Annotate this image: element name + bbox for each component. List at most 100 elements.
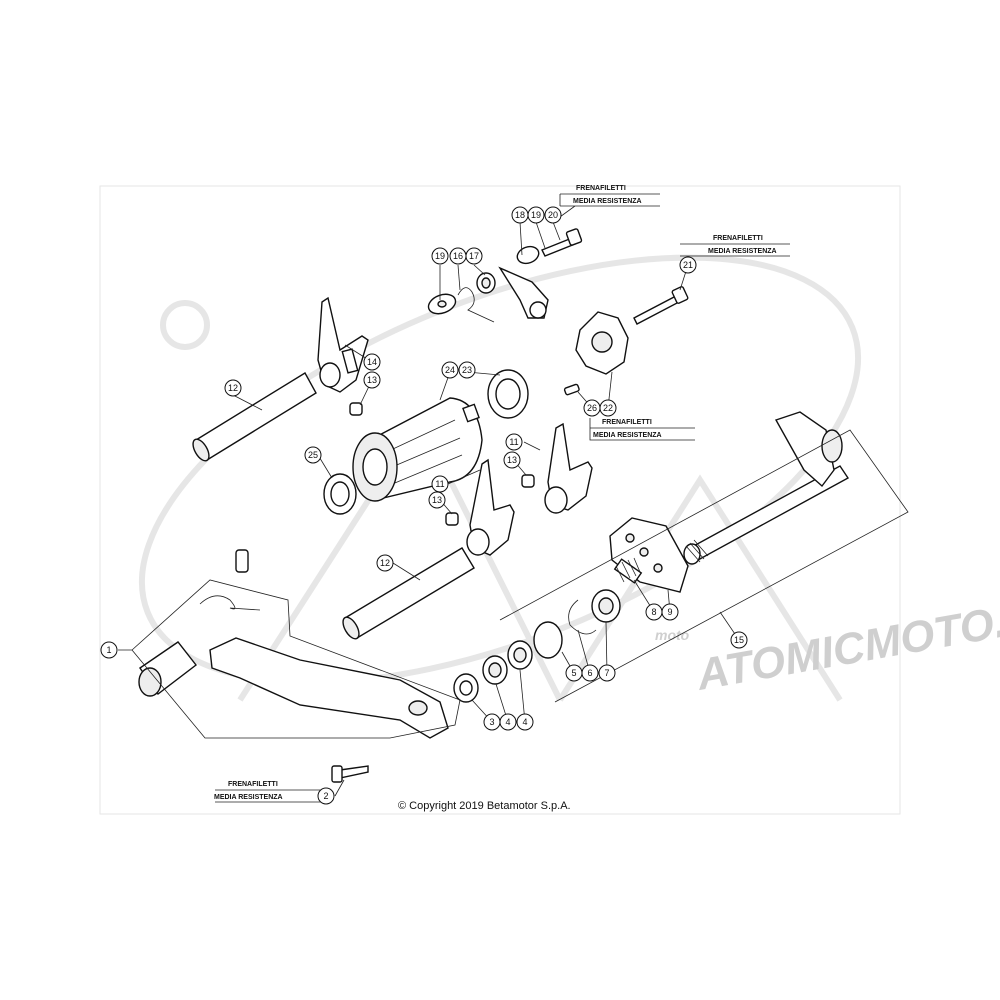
lever-pivot-bolt bbox=[331, 765, 369, 783]
callout-13a: 13 bbox=[363, 371, 381, 389]
callout-5: 5 bbox=[565, 664, 583, 682]
svg-text:5: 5 bbox=[571, 668, 576, 678]
shaft-spring-end bbox=[683, 539, 709, 565]
shift-selector-plate bbox=[609, 517, 689, 593]
callout-20: 20 bbox=[544, 206, 562, 224]
svg-text:22: 22 bbox=[603, 403, 613, 413]
copyright-notice: © Copyright 2019 Betamotor S.p.A. bbox=[398, 800, 571, 812]
svg-text:19: 19 bbox=[531, 210, 541, 220]
svg-text:19: 19 bbox=[435, 251, 445, 261]
svg-text:2: 2 bbox=[323, 791, 328, 801]
threadlock-note-top: FRENAFILETTI MEDIA RESISTENZA bbox=[552, 185, 660, 223]
callout-1: 1 bbox=[100, 641, 118, 659]
callout-14: 14 bbox=[363, 353, 381, 371]
svg-text:16: 16 bbox=[453, 251, 463, 261]
leader-lines bbox=[232, 221, 740, 797]
callout-9: 9 bbox=[661, 603, 679, 621]
svg-text:MEDIA RESISTENZA: MEDIA RESISTENZA bbox=[593, 432, 662, 439]
svg-text:13: 13 bbox=[432, 495, 442, 505]
watermark-small-text: moto bbox=[655, 627, 690, 643]
svg-text:25: 25 bbox=[308, 450, 318, 460]
detent-lever bbox=[498, 266, 549, 319]
fork-roller-lower-a bbox=[445, 512, 459, 526]
shift-shaft bbox=[683, 411, 850, 565]
svg-text:4: 4 bbox=[522, 717, 527, 727]
svg-text:1: 1 bbox=[106, 645, 111, 655]
svg-text:FRENAFILETTI: FRENAFILETTI bbox=[228, 781, 278, 788]
callout-12a: 12 bbox=[224, 379, 242, 397]
shaft-washer-5 bbox=[533, 621, 563, 659]
detent-spring bbox=[457, 287, 495, 323]
callout-18: 18 bbox=[511, 206, 529, 224]
svg-text:9: 9 bbox=[667, 607, 672, 617]
svg-text:MEDIA RESISTENZA: MEDIA RESISTENZA bbox=[708, 248, 777, 255]
callout-17: 17 bbox=[465, 247, 483, 265]
callout-19b: 19 bbox=[527, 206, 545, 224]
callout-15: 15 bbox=[730, 631, 748, 649]
svg-text:20: 20 bbox=[548, 210, 558, 220]
part-1-bracket bbox=[118, 579, 461, 739]
shift-fork-lower-right bbox=[544, 422, 593, 514]
shaft-bush-4a bbox=[482, 655, 508, 685]
threadlock-note-bottom: FRENAFILETTI MEDIA RESISTENZA bbox=[214, 781, 330, 803]
detent-bolt bbox=[541, 228, 583, 257]
shift-drum bbox=[352, 397, 483, 502]
callout-21: 21 bbox=[679, 256, 697, 274]
callout-4b: 4 bbox=[516, 713, 534, 731]
svg-text:3: 3 bbox=[489, 717, 494, 727]
svg-text:FRENAFILETTI: FRENAFILETTI bbox=[713, 235, 763, 242]
svg-text:11: 11 bbox=[435, 479, 444, 489]
callout-16: 16 bbox=[449, 247, 467, 265]
shaft-circlip bbox=[568, 599, 597, 635]
shift-star-cam bbox=[575, 311, 629, 375]
detent-washer-19a bbox=[427, 293, 457, 315]
callout-26: 26 bbox=[583, 399, 601, 417]
svg-text:23: 23 bbox=[462, 365, 472, 375]
shift-fork-rod-lower bbox=[342, 547, 475, 640]
callout-3: 3 bbox=[483, 713, 501, 731]
callout-22: 22 bbox=[599, 399, 617, 417]
svg-text:14: 14 bbox=[367, 357, 377, 367]
svg-text:13: 13 bbox=[367, 375, 377, 385]
callout-19a: 19 bbox=[431, 247, 449, 265]
svg-text:15: 15 bbox=[734, 635, 744, 645]
shaft-bushing-7 bbox=[591, 589, 621, 623]
callouts: 1 2 3 4 4 5 6 7 8 9 11 11 12 12 13 13 13… bbox=[100, 206, 748, 805]
svg-text:12: 12 bbox=[228, 383, 238, 393]
selector-spring bbox=[613, 557, 643, 584]
shift-fork-rod-upper bbox=[192, 372, 317, 462]
index-pin bbox=[563, 383, 580, 396]
part-15-bracket bbox=[499, 429, 909, 703]
drum-bearing-right bbox=[487, 369, 529, 419]
svg-text:4: 4 bbox=[505, 717, 510, 727]
threadlock-note-mid: FRENAFILETTI MEDIA RESISTENZA bbox=[589, 418, 695, 441]
svg-text:11: 11 bbox=[509, 437, 518, 447]
svg-text:FRENAFILETTI: FRENAFILETTI bbox=[576, 185, 626, 192]
shift-fork-upper bbox=[317, 296, 369, 393]
callout-24: 24 bbox=[441, 361, 459, 379]
callout-4a: 4 bbox=[499, 713, 517, 731]
gear-shift-lever bbox=[138, 549, 449, 739]
svg-text:MEDIA RESISTENZA: MEDIA RESISTENZA bbox=[214, 794, 283, 801]
svg-text:21: 21 bbox=[683, 260, 693, 270]
svg-text:24: 24 bbox=[445, 365, 455, 375]
svg-text:18: 18 bbox=[515, 210, 525, 220]
svg-text:FRENAFILETTI: FRENAFILETTI bbox=[602, 419, 652, 426]
callout-11b: 11 bbox=[431, 475, 449, 493]
callout-23: 23 bbox=[458, 361, 476, 379]
svg-text:13: 13 bbox=[507, 455, 517, 465]
detent-roller-bearing bbox=[476, 272, 496, 294]
svg-text:8: 8 bbox=[651, 607, 656, 617]
svg-text:12: 12 bbox=[380, 558, 390, 568]
shift-fork-lower-left bbox=[466, 458, 515, 556]
svg-text:6: 6 bbox=[587, 668, 592, 678]
callout-13c: 13 bbox=[428, 491, 446, 509]
callout-11a: 11 bbox=[505, 433, 523, 451]
svg-text:MEDIA RESISTENZA: MEDIA RESISTENZA bbox=[573, 198, 642, 205]
callout-8: 8 bbox=[645, 603, 663, 621]
callout-2: 2 bbox=[317, 787, 335, 805]
shaft-bush-4b bbox=[507, 640, 533, 670]
svg-text:17: 17 bbox=[469, 251, 479, 261]
svg-text:7: 7 bbox=[604, 668, 609, 678]
